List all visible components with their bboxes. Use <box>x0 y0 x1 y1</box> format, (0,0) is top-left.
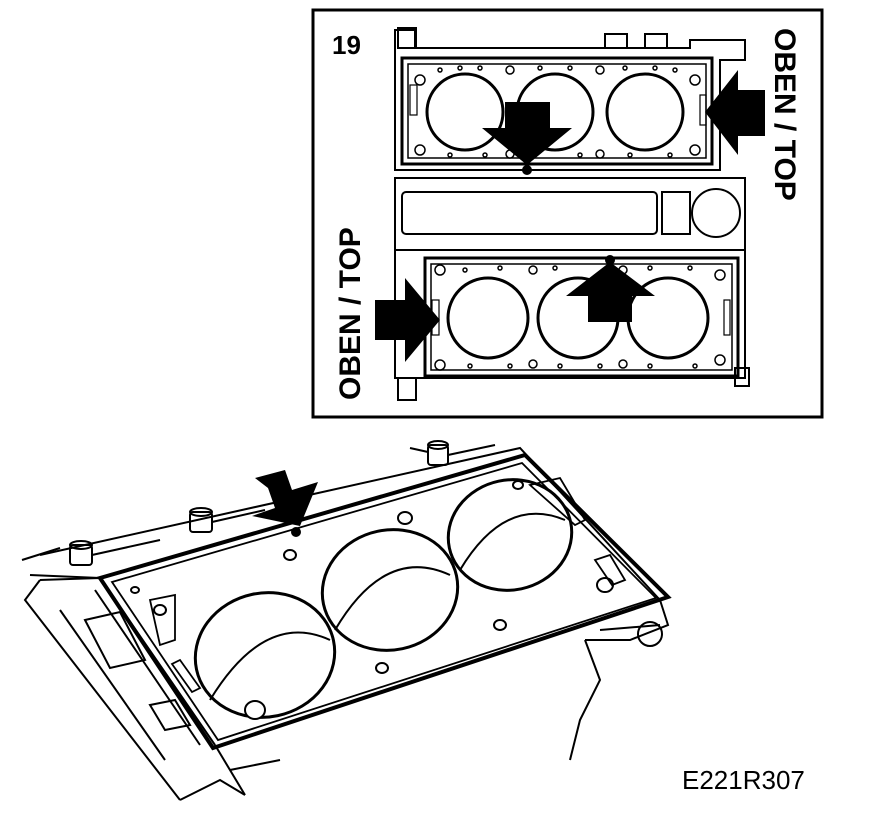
inset-lower-bore-1 <box>446 276 530 360</box>
gasket-marker-dot <box>291 527 301 537</box>
head-gasket-perspective <box>96 452 672 751</box>
figure-number: 19 <box>332 30 361 60</box>
inset-panel: 19 OBEN / TOP OBEN / TOP <box>311 8 824 419</box>
inset-upper-bore-3 <box>605 72 685 152</box>
engine-block-perspective <box>21 440 670 801</box>
inset-gasket-upper <box>400 56 714 175</box>
orientation-label-right: OBEN / TOP <box>768 28 801 201</box>
inset-upper-bore-1 <box>425 72 505 152</box>
reference-code: E221R307 <box>682 765 805 795</box>
arrow-down-icon <box>482 102 572 165</box>
arrow-up-icon <box>566 262 655 322</box>
inset-lower-marker-dot <box>605 255 615 265</box>
arrow-left-icon <box>705 70 765 155</box>
arrow-right-icon <box>375 278 440 362</box>
arrow-down-left-icon <box>252 470 318 526</box>
cylinder-bore-1 <box>193 591 337 719</box>
cylinder-bore-2 <box>320 528 460 652</box>
inset-upper-marker-dot <box>522 165 532 175</box>
orientation-label-left: OBEN / TOP <box>334 227 367 400</box>
